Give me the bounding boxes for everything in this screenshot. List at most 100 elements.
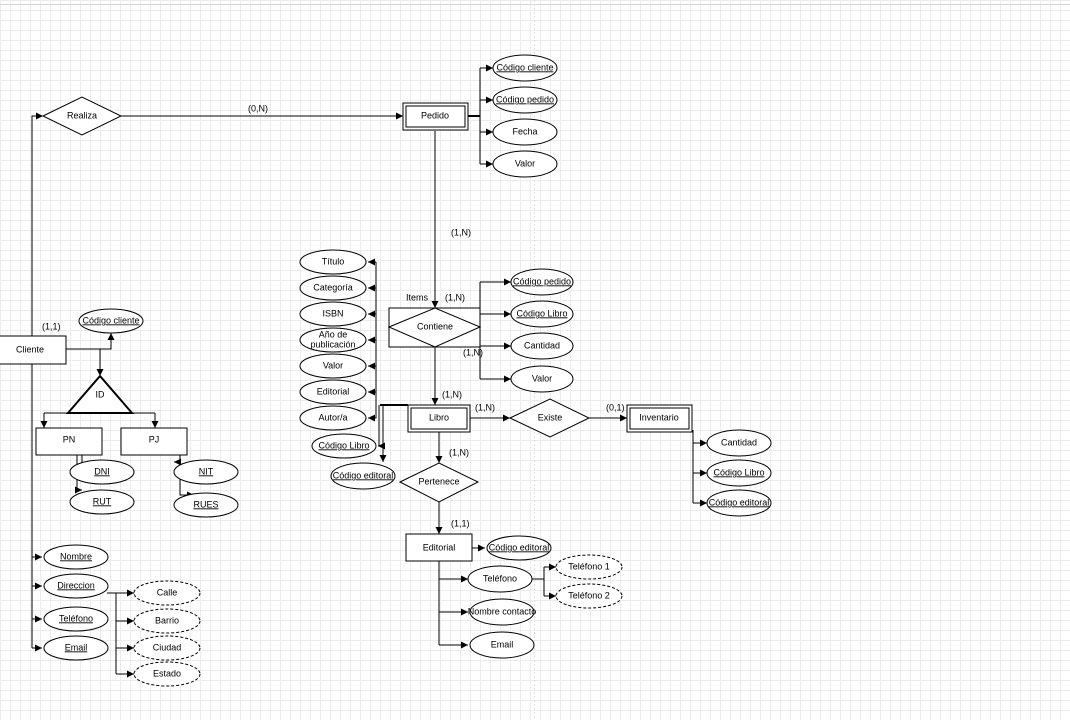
entity-editorial[interactable]: Editorial	[405, 533, 473, 562]
attr-direccion-ciudad[interactable]: Ciudad	[133, 635, 201, 661]
attr-cliente-email[interactable]: Email	[43, 635, 109, 661]
cardinality-inventario: (0,1)	[606, 402, 625, 412]
relationship-realiza[interactable]: Realiza	[41, 96, 123, 136]
attr-libro-editorial[interactable]: Editorial	[299, 379, 367, 405]
attr-inventario-codigo-libro[interactable]: Código Libro	[706, 459, 772, 487]
attr-pedido-codigo-pedido[interactable]: Código pedido	[492, 86, 558, 114]
attr-pedido-valor[interactable]: Valor	[492, 150, 558, 178]
cardinality-libro-pertenece: (1,N)	[449, 447, 469, 457]
attr-pj-nit[interactable]: NIT	[173, 459, 239, 485]
entity-pedido[interactable]: Pedido	[402, 102, 469, 131]
attr-libro-categoria[interactable]: Categoría	[299, 275, 367, 301]
svg-text:Cantidad: Cantidad	[524, 340, 560, 350]
svg-text:Autor/a: Autor/a	[318, 412, 347, 422]
attr-libro-codigo-editorial[interactable]: Código editoral	[330, 462, 396, 490]
attr-cliente-nombre[interactable]: Nombre	[43, 544, 109, 570]
attr-telefono-2[interactable]: Teléfono 2	[555, 583, 623, 609]
svg-text:Teléfono: Teléfono	[59, 613, 93, 623]
attr-libro-titulo[interactable]: Título	[299, 249, 367, 275]
svg-text:Categoría: Categoría	[313, 282, 353, 292]
connector-pj-nit[interactable]	[174, 455, 181, 466]
svg-text:Ciudad: Ciudad	[153, 642, 182, 652]
attr-inventario-cantidad[interactable]: Cantidad	[706, 429, 772, 457]
attr-pn-dni[interactable]: DNI	[69, 459, 135, 485]
relationship-pertenece[interactable]: Pertenece	[398, 462, 480, 503]
attr-pedido-codigo-cliente[interactable]: Código cliente	[492, 54, 558, 82]
attr-contiene-codigo-pedido[interactable]: Código pedido	[510, 268, 574, 296]
entity-editorial-label: Editorial	[423, 542, 456, 552]
svg-text:Cantidad: Cantidad	[721, 437, 757, 447]
attr-cliente-telefono[interactable]: Teléfono	[43, 606, 109, 632]
svg-text:ISBN: ISBN	[322, 308, 343, 318]
connector-libro-codigo-libro[interactable]	[378, 405, 385, 450]
connector-direccion-spine	[107, 592, 117, 674]
svg-text:NIT: NIT	[199, 466, 214, 476]
attr-direccion-calle[interactable]: Calle	[133, 580, 201, 606]
svg-text:Valor: Valor	[515, 158, 535, 168]
attr-direccion-estado[interactable]: Estado	[133, 661, 201, 687]
svg-text:Código cliente: Código cliente	[82, 315, 139, 325]
attr-editorial-nombre-contacto[interactable]: Nombre contacto	[468, 598, 537, 626]
attr-pedido-fecha[interactable]: Fecha	[492, 118, 558, 146]
svg-text:Calle: Calle	[157, 587, 178, 597]
svg-text:Código Libro: Código Libro	[516, 308, 567, 318]
entity-inventario[interactable]: Inventario	[626, 404, 693, 433]
svg-text:RUT: RUT	[93, 496, 112, 506]
attr-inventario-codigo-editorial[interactable]: Código editoral	[706, 489, 772, 517]
svg-text:Teléfono: Teléfono	[483, 573, 517, 583]
attr-telefono-1[interactable]: Teléfono 1	[555, 554, 623, 580]
attr-contiene-valor[interactable]: Valor	[510, 365, 574, 393]
cardinality-realiza-pedido: (0,N)	[248, 103, 268, 113]
attr-editorial-codigo-editorial[interactable]: Código editoral	[486, 535, 552, 561]
relationship-contiene-label: Contiene	[417, 321, 453, 331]
attr-libro-valor[interactable]: Valor	[299, 353, 367, 379]
entity-cliente[interactable]: Cliente	[0, 335, 67, 365]
attr-editorial-telefono[interactable]: Teléfono	[467, 565, 533, 593]
attr-editorial-email[interactable]: Email	[469, 631, 535, 659]
entity-pedido-label: Pedido	[421, 110, 449, 120]
svg-text:Año de: Año de	[319, 329, 348, 339]
attr-libro-anio-publicacion[interactable]: Año de publicación	[299, 327, 367, 353]
attr-direccion-barrio[interactable]: Barrio	[133, 608, 201, 634]
attr-cliente-direccion[interactable]: Direccion	[43, 573, 109, 599]
attr-pj-rues[interactable]: RUES	[173, 492, 239, 518]
attr-libro-autor[interactable]: Autor/a	[299, 405, 367, 431]
attr-contiene-cantidad[interactable]: Cantidad	[510, 332, 574, 360]
svg-text:Título: Título	[322, 256, 345, 266]
attr-cliente-codigo-cliente[interactable]: Código cliente	[78, 308, 144, 334]
specialization-id[interactable]: ID	[65, 374, 135, 414]
svg-text:Valor: Valor	[532, 373, 552, 383]
svg-text:Código editoral: Código editoral	[489, 542, 550, 552]
svg-text:Código editoral: Código editoral	[333, 470, 394, 480]
entity-pn[interactable]: PN	[35, 427, 103, 456]
connector-libro-autor[interactable]	[368, 405, 377, 422]
svg-text:DNI: DNI	[94, 466, 110, 476]
attr-libro-isbn[interactable]: ISBN	[299, 301, 367, 327]
entity-libro[interactable]: Libro	[407, 404, 471, 433]
attr-contiene-codigo-libro[interactable]: Código Libro	[510, 300, 574, 328]
svg-text:Email: Email	[491, 639, 514, 649]
cardinality-cliente: (1,1)	[42, 321, 61, 331]
label-items: Items	[406, 292, 429, 302]
relationship-existe[interactable]: Existe	[508, 398, 591, 438]
entity-pn-label: PN	[63, 434, 76, 444]
attr-libro-codigo-libro[interactable]: Código Libro	[311, 433, 377, 459]
svg-text:Nombre: Nombre	[60, 551, 92, 561]
entity-cliente-label: Cliente	[16, 344, 44, 354]
connector-cliente-codigo[interactable]	[66, 333, 115, 350]
specialization-id-label: ID	[96, 389, 106, 399]
svg-text:Código Libro: Código Libro	[318, 440, 369, 450]
svg-text:Estado: Estado	[153, 668, 181, 678]
entity-pj-label: PJ	[149, 434, 160, 444]
relationship-contiene[interactable]: Contiene	[387, 307, 482, 348]
entity-pj[interactable]: PJ	[120, 427, 188, 456]
connector-cliente-realiza[interactable]	[31, 112, 43, 336]
cardinality-pedido-contiene: (1,N)	[451, 227, 471, 237]
svg-text:publicación: publicación	[310, 339, 355, 349]
cardinality-libro-existe: (1,N)	[475, 402, 495, 412]
svg-text:Barrio: Barrio	[155, 615, 179, 625]
entity-libro-label: Libro	[429, 412, 449, 422]
svg-text:Teléfono 2: Teléfono 2	[568, 590, 610, 600]
svg-text:Fecha: Fecha	[512, 126, 537, 136]
attr-pn-rut[interactable]: RUT	[69, 489, 135, 515]
